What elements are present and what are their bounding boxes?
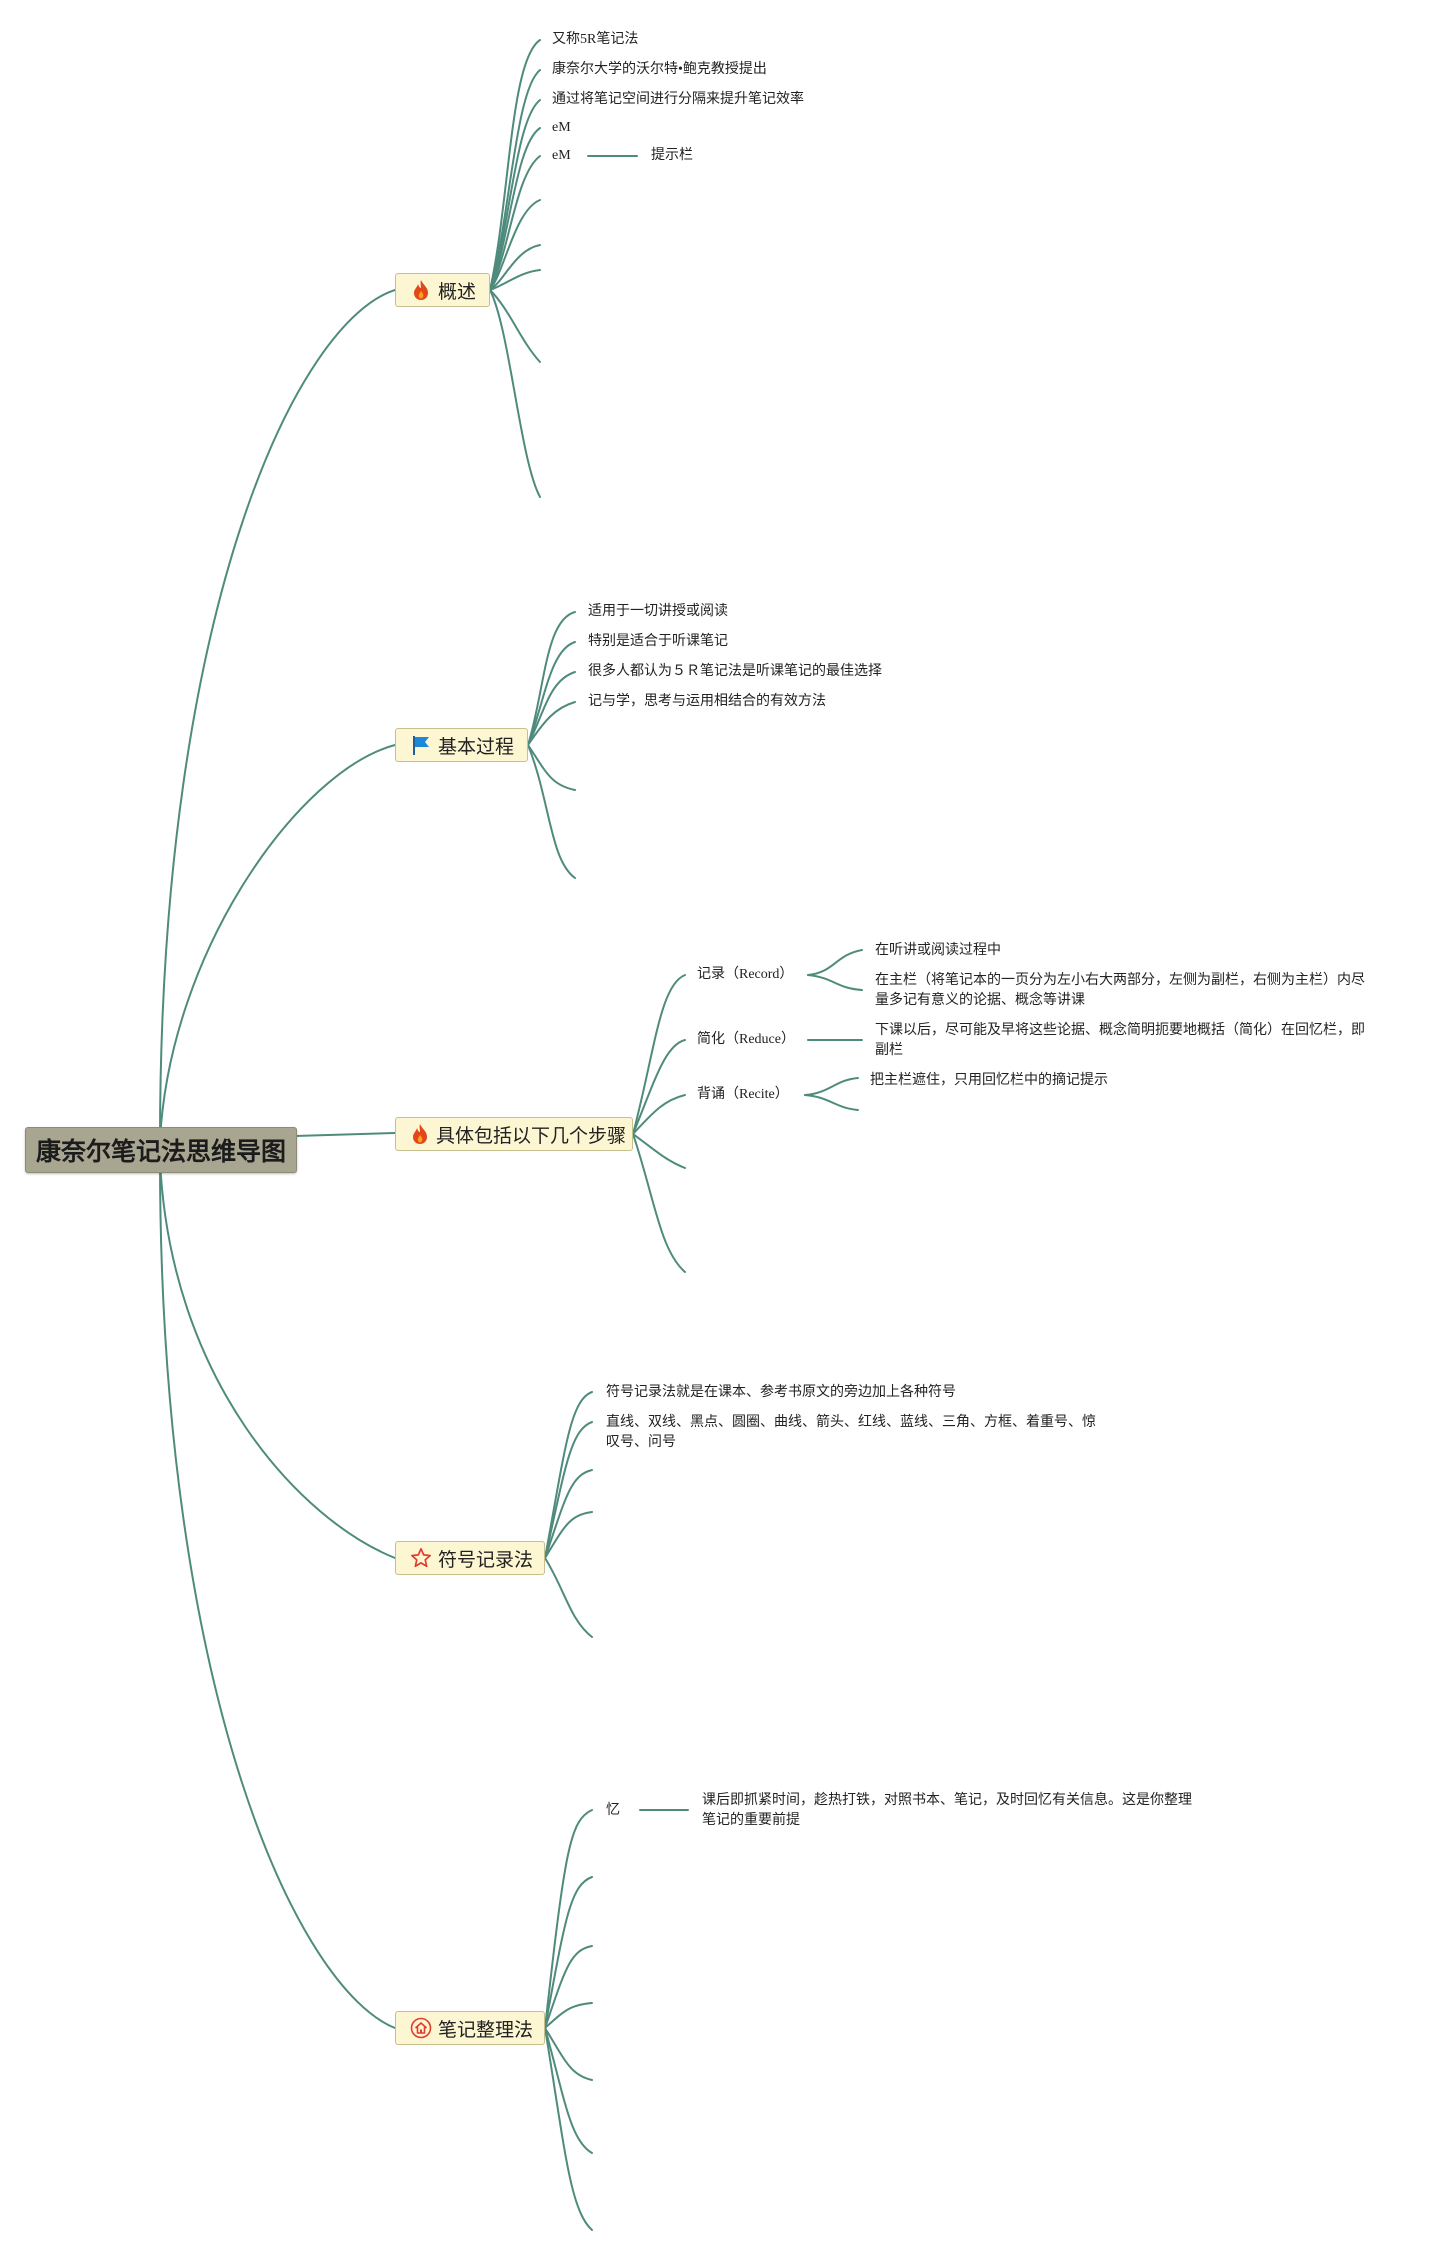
record-detail-2[interactable]: 在主栏（将笔记本的一页分为左小右大两部分，左侧为副栏，右侧为主栏）内尽量多记有意… [875, 972, 1365, 1008]
organize-recall-detail[interactable]: 课后即抓紧时间，趁热打铁，对照书本、笔记，及时回忆有关信息。这是你整理笔记的重要… [702, 1792, 1192, 1828]
topic-label: 基本过程 [438, 735, 515, 758]
topic-label: 符号记录法 [438, 1548, 534, 1571]
symbol-item-1[interactable]: 符号记录法就是在课本、参考书原文的旁边加上各种符号 [606, 1384, 956, 1400]
topic-label: 笔记整理法 [438, 2018, 534, 2041]
star-icon [410, 1547, 432, 1569]
overview-item-5[interactable]: eM [552, 148, 571, 163]
recite-detail-1[interactable]: 把主栏遮住，只用回忆栏中的摘记提示 [870, 1072, 1108, 1088]
step-record[interactable]: 记录（Record） [697, 967, 794, 982]
root-topic[interactable]: 康奈尔笔记法思维导图 [25, 1127, 297, 1173]
home-icon [410, 2017, 432, 2039]
basic-item-2[interactable]: 特别是适合于听课笔记 [588, 634, 728, 649]
basic-item-4[interactable]: 记与学，思考与运用相结合的有效方法 [588, 694, 826, 709]
overview-item-2[interactable]: 康奈尔大学的沃尔特•鲍克教授提出 [552, 62, 767, 77]
flag-icon [410, 734, 432, 756]
topic-overview[interactable]: 概述 [395, 273, 490, 307]
fire-icon [410, 279, 432, 301]
fire-icon [410, 1123, 430, 1145]
reduce-detail-1[interactable]: 下课以后，尽可能及早将这些论据、概念简明扼要地概括（简化）在回忆栏，即副栏 [875, 1022, 1365, 1058]
overview-item-1[interactable]: 又称5R笔记法 [552, 32, 639, 47]
topic-label: 概述 [438, 280, 477, 303]
basic-item-1[interactable]: 适用于一切讲授或阅读 [588, 604, 728, 619]
step-reduce[interactable]: 简化（Reduce） [697, 1032, 795, 1047]
overview-item-3[interactable]: 通过将笔记空间进行分隔来提升笔记效率 [552, 92, 804, 107]
topic-label: 具体包括以下几个步骤 [436, 1124, 627, 1147]
topic-note-organizing[interactable]: 笔记整理法 [395, 2011, 545, 2045]
organize-recall[interactable]: 忆 [606, 1802, 620, 1818]
overview-item-4[interactable]: eM [552, 120, 571, 135]
step-recite[interactable]: 背诵（Recite） [697, 1087, 789, 1102]
basic-item-3[interactable]: 很多人都认为５Ｒ笔记法是听课笔记的最佳选择 [588, 664, 882, 679]
symbol-item-2[interactable]: 直线、双线、黑点、圆圈、曲线、箭头、红线、蓝线、三角、方框、着重号、惊叹号、问号 [606, 1414, 1096, 1450]
topic-basic-process[interactable]: 基本过程 [395, 728, 528, 762]
topic-steps[interactable]: 具体包括以下几个步骤 [395, 1117, 633, 1151]
overview-item-5-child[interactable]: 提示栏 [651, 148, 693, 163]
root-label: 康奈尔笔记法思维导图 [35, 1137, 286, 1166]
record-detail-1[interactable]: 在听讲或阅读过程中 [875, 942, 1001, 958]
topic-symbol-method[interactable]: 符号记录法 [395, 1541, 545, 1575]
